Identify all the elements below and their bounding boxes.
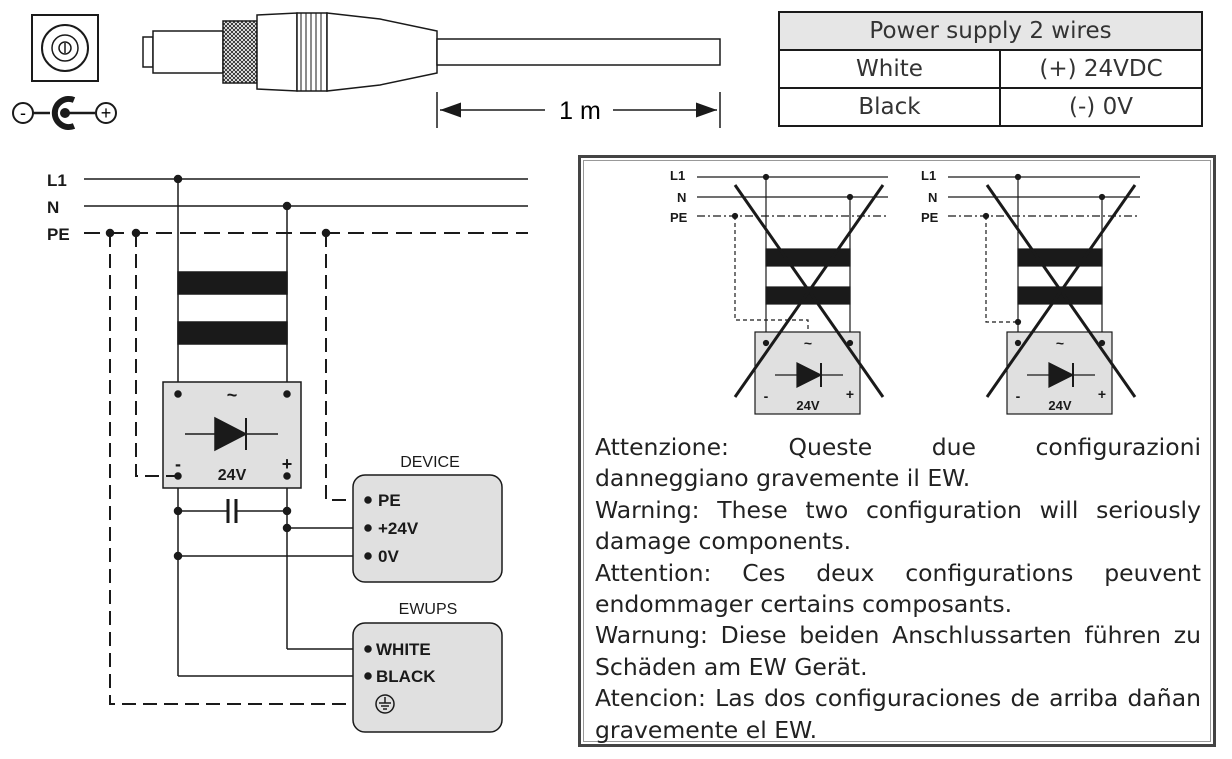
ewups-terminal-white: WHITE [376, 640, 431, 659]
warning-body: These two configuration will seriously d… [595, 495, 1201, 556]
warning-paragraph-de: Warnung: Diese beiden Anschlussarten füh… [595, 620, 1201, 683]
knurled-nut-icon [222, 20, 258, 84]
warning-body: Las dos configuraciones de arriba dañan … [595, 684, 1201, 744]
device-terminal-pe: PE [378, 491, 401, 510]
line-label-n: N [47, 198, 59, 217]
ewups-terminal-black: BLACK [376, 667, 436, 686]
mini2-label-pe: PE [921, 210, 939, 225]
wrong-config-1: L1 N PE ~ - + 24V [670, 168, 888, 415]
warning-label: Warning: [595, 495, 700, 524]
rectifier-voltage: 24V [218, 467, 247, 484]
warning-body: Queste due configurazioni danneggiano gr… [595, 433, 1201, 493]
polarity-plus: + [101, 103, 112, 123]
mini1-minus: - [764, 388, 769, 404]
table-row: Black (-) 0V [778, 87, 1203, 127]
warning-paragraph-it: Attenzione: Queste due configurazioni da… [595, 432, 1201, 495]
rectifier-plus: + [282, 454, 293, 474]
mini1-ac-symbol: ~ [804, 335, 812, 351]
warning-body: Ces deux configurations peuvent endommag… [595, 558, 1201, 619]
warning-paragraph-fr: Attention: Ces deux configurations peuve… [595, 558, 1201, 621]
power-table-title: Power supply 2 wires [778, 11, 1203, 51]
cable-length-label: 1 m [559, 97, 601, 125]
cable-length-dimension: 1 m [436, 92, 721, 128]
rectifier-minus: - [175, 454, 181, 474]
wire-value-cell: (-) 0V [999, 87, 1203, 127]
wire-color-cell: Black [778, 87, 1001, 127]
cross-icon [985, 184, 1137, 398]
line-label-pe: PE [47, 225, 70, 244]
mini1-voltage: 24V [796, 398, 819, 413]
polarity-symbol-icon: - + [12, 96, 117, 130]
device-terminal-0v: 0V [378, 547, 399, 566]
mini2-plus: + [1098, 386, 1106, 402]
mini2-label-n: N [928, 190, 937, 205]
wrong-config-2: L1 N PE ~ - + 24V [921, 168, 1140, 415]
polarity-minus: - [20, 103, 26, 123]
mini2-voltage: 24V [1048, 398, 1071, 413]
warning-paragraph-es: Atencion: Las dos configuraciones de arr… [595, 683, 1201, 746]
mini2-label-l1: L1 [921, 168, 936, 183]
rectifier-ac-symbol: ~ [227, 385, 238, 405]
mini1-label-l1: L1 [670, 168, 685, 183]
device-title: DEVICE [400, 454, 460, 471]
warning-label: Attenzione: [595, 433, 729, 461]
mini2-minus: - [1016, 388, 1021, 404]
cable-plug-icon [142, 12, 721, 92]
warning-paragraph-en: Warning: These two configuration will se… [595, 495, 1201, 558]
mini1-label-pe: PE [670, 210, 688, 225]
warning-body: Diese beiden Anschlussarten führen zu Sc… [595, 621, 1201, 681]
warning-panel [578, 155, 1216, 747]
ewups-title: EWUPS [399, 601, 458, 618]
main-wiring: L1 N PE ~ - + 24V [47, 171, 528, 733]
warning-text: Attenzione: Queste due configurazioni da… [595, 432, 1201, 746]
wire-value-cell: (+) 24VDC [999, 49, 1203, 89]
table-row: White (+) 24VDC [778, 49, 1203, 89]
warning-label: Warnung: [595, 621, 708, 650]
cross-icon [733, 184, 885, 398]
ground-icon [375, 694, 395, 714]
dc-jack-icon [31, 14, 99, 82]
mini2-ac-symbol: ~ [1056, 335, 1064, 351]
wire-color-cell: White [778, 49, 1001, 89]
mini1-plus: + [846, 386, 854, 402]
line-label-l1: L1 [47, 171, 67, 190]
power-supply-table: Power supply 2 wires White (+) 24VDC Bla… [778, 11, 1203, 127]
mini1-label-n: N [677, 190, 686, 205]
warning-label: Atencion: [595, 684, 706, 713]
warning-label: Attention: [595, 558, 712, 587]
device-terminal-24v: +24V [378, 519, 419, 538]
